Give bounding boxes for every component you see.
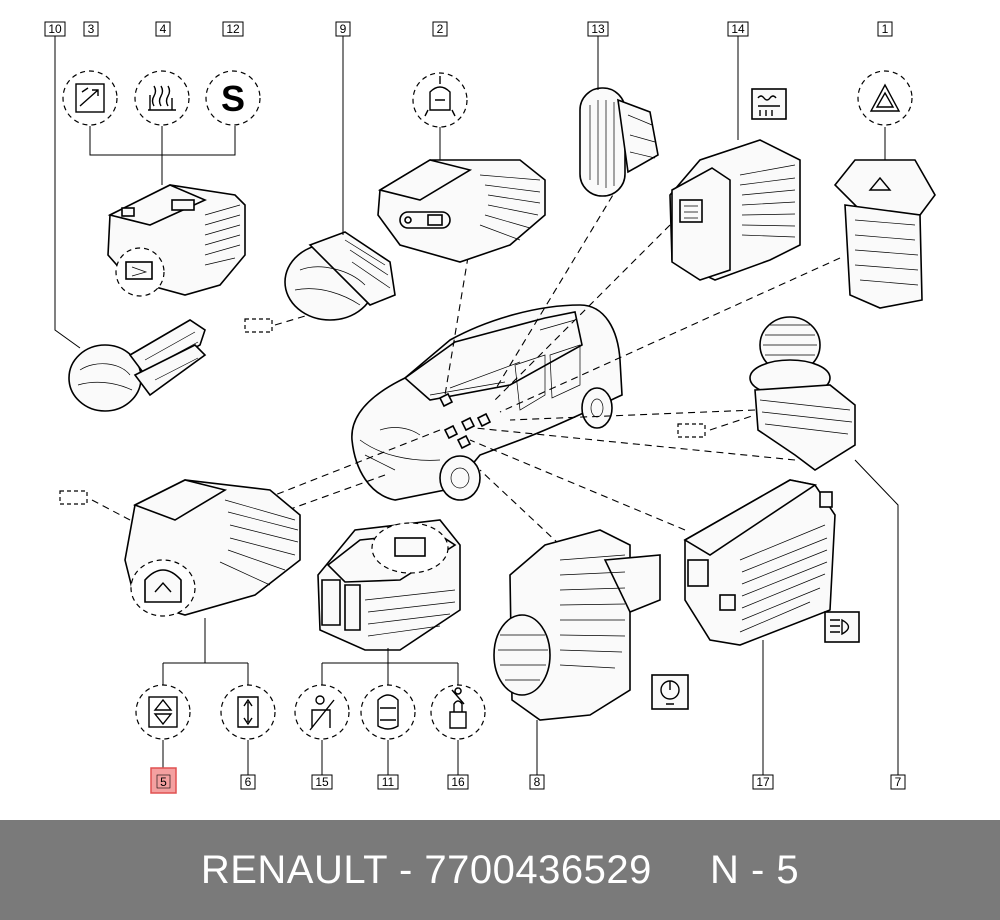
icon-circle-5 (135, 684, 191, 740)
footer-text: RENAULT - 7700436529 N - 5 (201, 848, 799, 893)
svg-text:12: 12 (226, 22, 240, 36)
callout-4: 4 (155, 21, 171, 37)
icon-circle-15 (294, 684, 350, 740)
part-5-window-switch-body (124, 479, 301, 617)
callout-16: 16 (447, 774, 469, 790)
svg-text:7: 7 (895, 775, 902, 789)
mirror-adjust-icon (75, 83, 105, 113)
part-13-blank-cover (579, 87, 659, 197)
callout-13: 13 (587, 21, 609, 37)
callout-2: 2 (432, 21, 448, 37)
footer-separator: - (387, 847, 425, 892)
svg-text:6: 6 (245, 775, 252, 789)
footer-brand: RENAULT (200, 847, 388, 892)
footer-spacer (652, 848, 710, 892)
svg-text:4: 4 (160, 22, 167, 36)
part-14-rear-defrost-switch (669, 88, 801, 281)
hazard-warning-icon (869, 83, 901, 112)
parts-diagram: S (44, 21, 936, 794)
car-top-icon (377, 694, 399, 730)
part-8-dimmer-switch (493, 529, 661, 721)
icon-circle-2 (412, 72, 468, 128)
seat-heat-switch-body (107, 184, 246, 297)
callout-6: 6 (240, 774, 256, 790)
icon-circle-4 (134, 70, 190, 126)
svg-text:3: 3 (88, 22, 95, 36)
part-10-blank-plug (68, 319, 207, 412)
icon-circle-11 (360, 684, 416, 740)
footer-part-number: 7700436529 (424, 847, 652, 892)
car-illustration (351, 304, 623, 501)
callout-8: 8 (529, 774, 545, 790)
callout-14: 14 (727, 21, 749, 37)
callout-1: 1 (877, 21, 893, 37)
svg-text:9: 9 (340, 22, 347, 36)
part-1-hazard-switch (833, 159, 936, 309)
icon-circle-3 (62, 70, 118, 126)
icon-circle-16 (430, 684, 486, 740)
placeholder-boxes (59, 318, 706, 505)
child-lock-icon (449, 687, 467, 729)
callout-leaders (54, 36, 739, 775)
callout-labels: 10 3 4 12 9 2 13 14 1 5 6 15 11 16 8 17 … (44, 21, 906, 794)
part-17-control-unit (683, 479, 860, 646)
callout-3: 3 (83, 21, 99, 37)
window-lock-icon (237, 696, 259, 728)
part-9-blank-cover (284, 231, 396, 321)
callout-15: 15 (311, 774, 333, 790)
window-updown-icon (148, 696, 178, 728)
part-7-headlight-adjust-knob (749, 316, 856, 471)
airbag-off-icon (309, 695, 335, 731)
svg-text:15: 15 (315, 775, 329, 789)
footer-position: N - 5 (709, 847, 800, 892)
callout-7: 7 (890, 774, 906, 790)
icon-circle-12: S (205, 70, 261, 126)
svg-text:16: 16 (451, 775, 465, 789)
svg-text:14: 14 (731, 22, 745, 36)
svg-text:2: 2 (437, 22, 444, 36)
svg-text:8: 8 (534, 775, 541, 789)
icon-circle-1 (857, 70, 913, 126)
part-2-central-lock-switch (377, 159, 546, 263)
svg-text:1: 1 (882, 22, 889, 36)
callout-11: 11 (377, 774, 399, 790)
svg-text:11: 11 (382, 775, 395, 789)
footer-banner: RENAULT - 7700436529 N - 5 (0, 820, 1000, 920)
part-15-11-16-switch-body (317, 519, 461, 651)
rear-defrost-icon (751, 88, 787, 120)
callout-5-highlighted: 5 (150, 767, 177, 794)
icon-circle-6 (220, 684, 276, 740)
seat-heat-s-symbol: S (221, 78, 245, 119)
svg-text:10: 10 (48, 22, 62, 36)
callout-9: 9 (335, 21, 351, 37)
svg-text:5: 5 (160, 775, 167, 789)
svg-text:17: 17 (756, 775, 770, 789)
callout-12: 12 (222, 21, 244, 37)
ignition-symbol-box (651, 674, 689, 710)
callout-10: 10 (44, 21, 66, 37)
svg-text:13: 13 (591, 22, 605, 36)
callout-17: 17 (752, 774, 774, 790)
central-lock-car-icon (424, 76, 456, 117)
seat-heating-icon (148, 85, 176, 111)
